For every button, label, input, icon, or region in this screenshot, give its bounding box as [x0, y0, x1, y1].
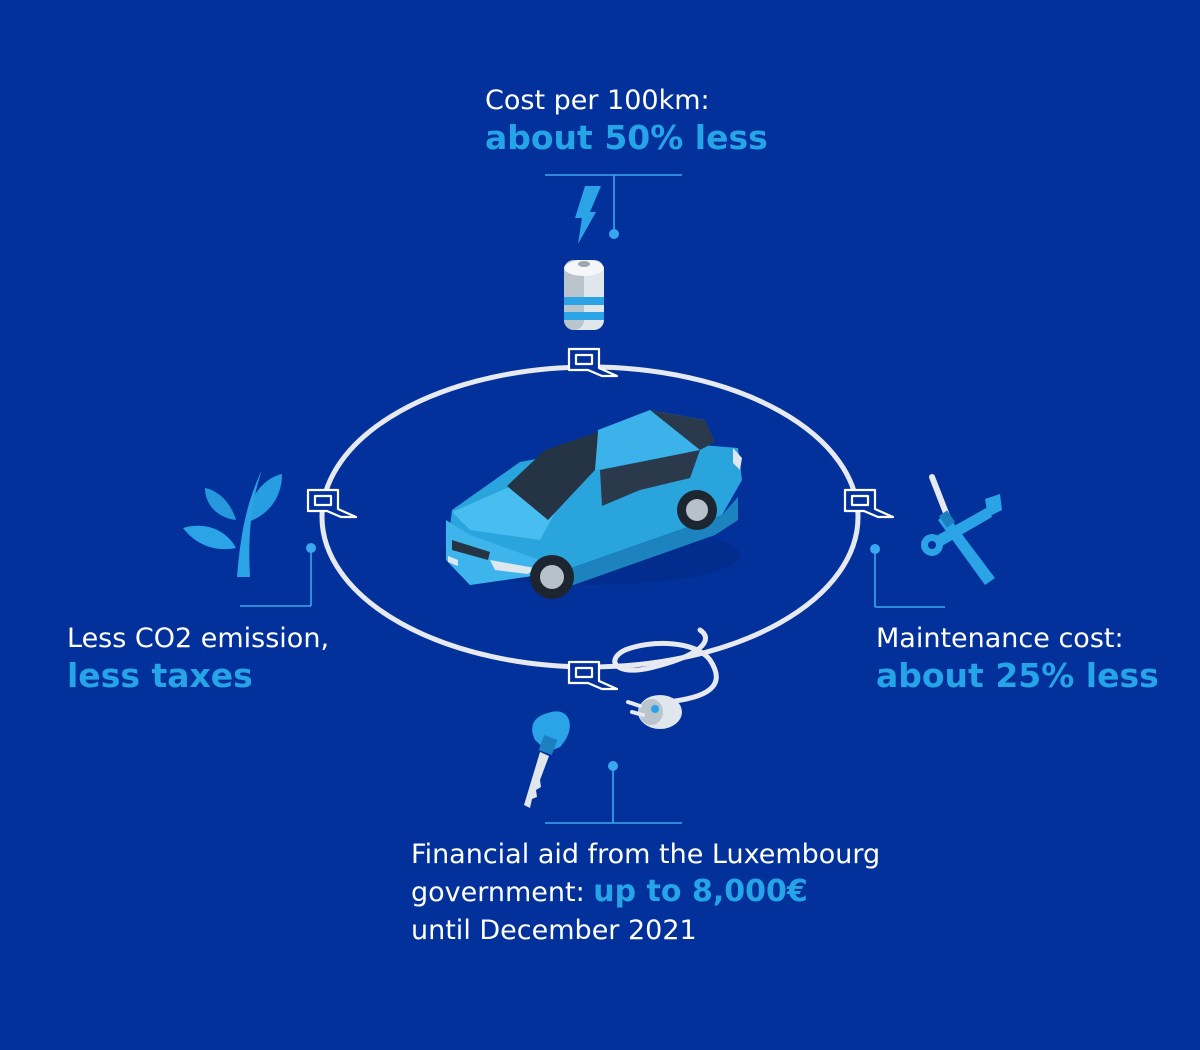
label-maintenance-cost: Maintenance cost: about 25% less	[876, 622, 1159, 696]
aid-line-1: Financial aid from the Luxembourg	[411, 839, 881, 870]
connector-left	[240, 550, 312, 607]
cost-title: Cost per 100km:	[485, 85, 710, 116]
maintenance-title: Maintenance cost:	[876, 623, 1124, 654]
aid-line-2-prefix: government:	[411, 877, 594, 908]
connector-bottom	[545, 768, 682, 824]
lightning-icon	[575, 186, 601, 244]
co2-title: Less CO2 emission,	[67, 623, 330, 654]
connector-dot-right	[870, 544, 880, 554]
label-co2-emission: Less CO2 emission, less taxes	[67, 622, 329, 696]
aid-line-2: government: up to 8,000€	[411, 872, 880, 914]
ring-badge-icon	[567, 660, 619, 691]
cost-value: about 50% less	[485, 118, 768, 157]
maintenance-value: about 25% less	[876, 656, 1159, 695]
ring-badge-icon	[843, 488, 895, 519]
key-icon	[524, 711, 570, 808]
label-cost-per-100km: Cost per 100km: about 50% less	[485, 84, 768, 158]
connector-top	[545, 174, 682, 232]
connector-dot-top	[609, 229, 619, 239]
battery-icon	[564, 260, 604, 330]
aid-line-3: until December 2021	[411, 915, 697, 946]
connector-dot-left	[306, 543, 316, 553]
ring-badge-icon	[567, 347, 619, 378]
plug-icon	[612, 627, 719, 729]
label-financial-aid: Financial aid from the Luxembourg govern…	[411, 838, 880, 948]
wrench-icon	[921, 494, 1002, 556]
electric-car-icon	[440, 410, 742, 599]
connector-dot-bottom	[608, 761, 618, 771]
ring-badge-icon	[306, 488, 358, 519]
leaf-icon	[183, 470, 282, 577]
co2-value: less taxes	[67, 656, 253, 695]
connector-right	[874, 551, 945, 608]
screwdriver-icon	[929, 474, 995, 585]
aid-amount: up to 8,000€	[593, 874, 808, 909]
